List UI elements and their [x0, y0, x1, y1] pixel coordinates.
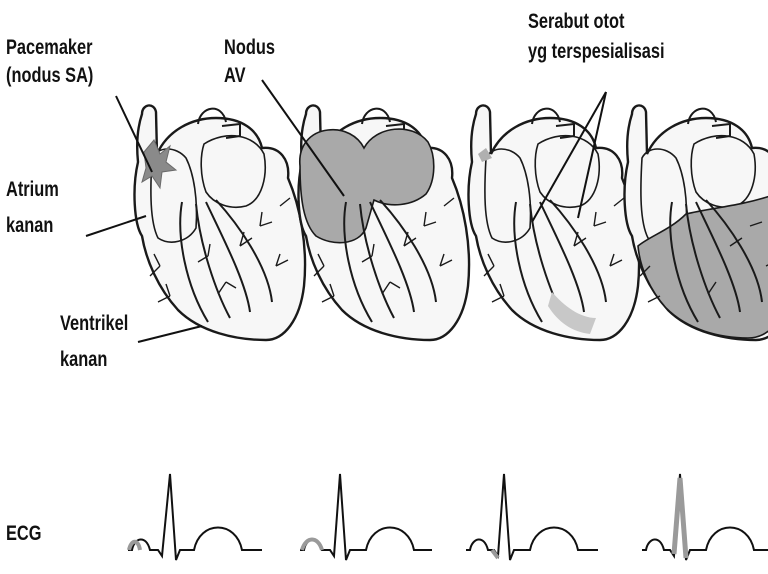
ecg-highlight-1	[129, 542, 140, 550]
heart-stage-1	[135, 105, 306, 340]
ecg-trace-1	[128, 474, 262, 560]
ecg-trace-3	[466, 474, 598, 560]
label-ecg: ECG	[6, 520, 42, 547]
label-atrium-line1: Atrium	[6, 176, 59, 203]
label-nodus-line2: AV	[224, 62, 246, 89]
ecg-trace-4	[642, 474, 768, 560]
label-ventrikel-line2: kanan	[60, 346, 107, 373]
label-nodus-line1: Nodus	[224, 34, 275, 61]
label-serabut-line1: Serabut otot	[528, 8, 624, 35]
ecg-highlight-4	[674, 478, 686, 558]
label-ventrikel-line1: Ventrikel	[60, 310, 128, 337]
ecg-highlight-3	[492, 550, 498, 558]
heart-stage-3	[469, 105, 640, 340]
heart-outline-group	[135, 105, 306, 340]
heart-stage-4	[625, 105, 768, 340]
label-serabut-line2: yg terspesialisasi	[528, 38, 665, 65]
ecg-traces	[128, 474, 768, 560]
label-pacemaker-line1: Pacemaker	[6, 34, 93, 61]
leader-ventrikel	[138, 326, 202, 342]
label-atrium-line2: kanan	[6, 212, 53, 239]
label-pacemaker-line2: (nodus SA)	[6, 62, 93, 89]
heart-stage-2	[299, 105, 470, 340]
